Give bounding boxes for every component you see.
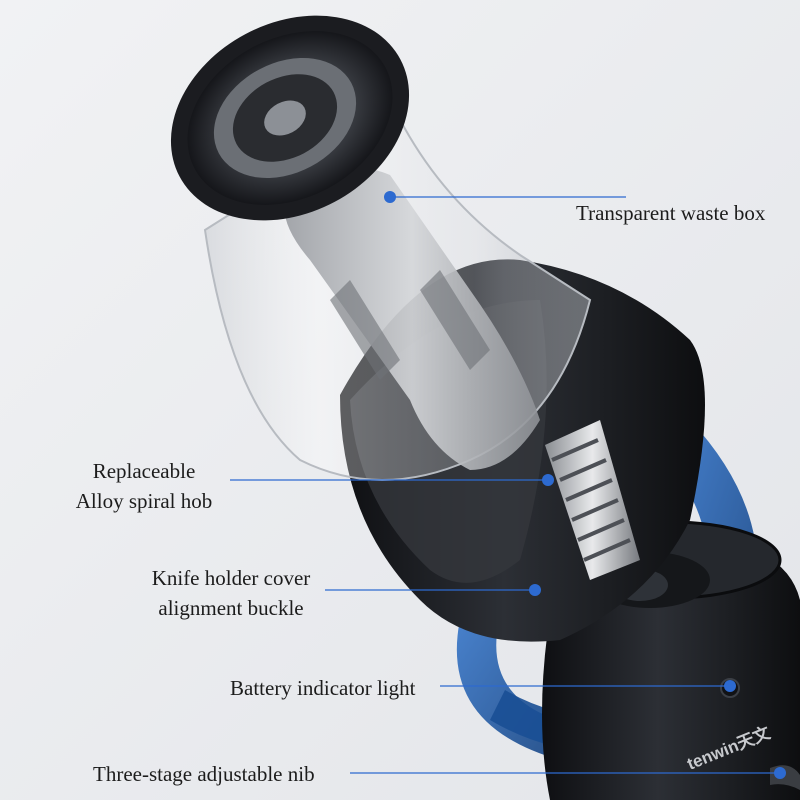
waste-box-label-text: Transparent waste box bbox=[576, 201, 766, 225]
spiral-hob-label: Replaceable Alloy spiral hob bbox=[66, 456, 222, 516]
spiral-hob-label-line1: Replaceable bbox=[92, 459, 196, 483]
battery-label-text: Battery indicator light bbox=[230, 676, 416, 700]
buckle-label-line1: Knife holder cover bbox=[151, 566, 311, 590]
callout-leaders bbox=[230, 191, 786, 779]
battery-label: Battery indicator light bbox=[230, 673, 415, 703]
nib-label: Three-stage adjustable nib bbox=[93, 759, 315, 789]
top-ring bbox=[170, 15, 410, 221]
buckle-label-line2: alignment buckle bbox=[158, 596, 304, 620]
waste-box-label: Transparent waste box bbox=[576, 198, 765, 228]
spiral-hob bbox=[545, 420, 640, 580]
buckle-label: Knife holder cover alignment buckle bbox=[126, 563, 336, 623]
nib-label-text: Three-stage adjustable nib bbox=[93, 762, 315, 786]
spiral-hob-label-line2: Alloy spiral hob bbox=[75, 489, 213, 513]
